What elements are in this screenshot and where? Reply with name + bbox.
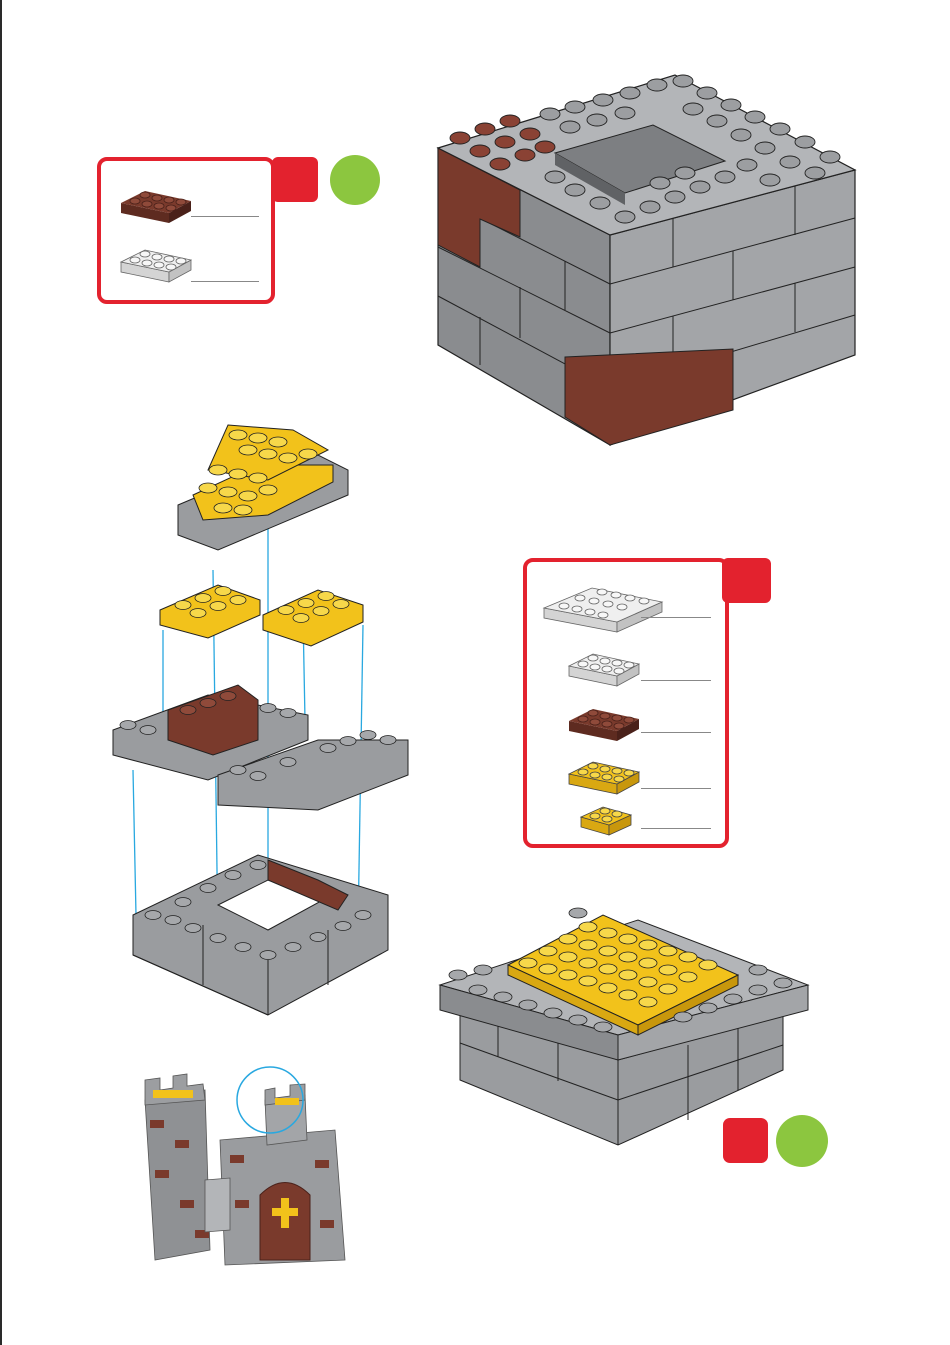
green-step-dot-2 [776,1115,828,1167]
parts-list-1 [97,157,275,304]
light-grey-2x4-brick-icon [567,642,642,687]
light-grey-2x6-brick-icon [542,570,667,630]
light-grey-2x4-brick-icon [119,238,194,283]
green-step-dot-1 [330,155,380,205]
yellow-2x4-brick-icon [567,750,642,795]
parts-list-2 [523,558,729,848]
castle-overview-highlighted [135,1060,370,1275]
red-step-square [723,1118,768,1163]
count-line [641,828,711,829]
count-line [191,216,259,217]
step-tab-1 [272,157,318,202]
brown-2x4-brick-icon [119,179,194,224]
count-line [191,281,259,282]
count-line [641,732,711,733]
step-tab-2 [722,558,771,603]
page-edge [0,0,2,1345]
tower-walls-assembled [425,65,865,460]
count-line [641,680,711,681]
brown-2x4-brick-icon [567,697,642,742]
yellow-2x2-brick-icon [579,797,634,837]
count-line [641,788,711,789]
count-line [641,617,711,618]
tower-top-exploded-view [108,410,418,1020]
